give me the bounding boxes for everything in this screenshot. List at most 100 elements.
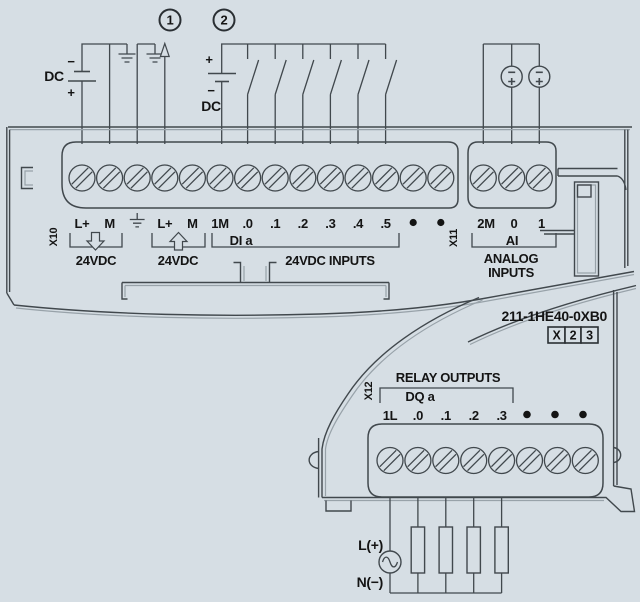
screw-terminal [68, 164, 96, 192]
bullet-terminal-marker [523, 410, 531, 419]
module-bottom-outline [308, 284, 637, 513]
earth-ground-icon [129, 213, 145, 228]
top-view-bottom-edge [13, 270, 635, 316]
bracket-di-a: DI a [211, 233, 400, 248]
x10-terminal-labels: L+ M L+ M 1M .0 .1 .2 .3 .4 .5 [75, 213, 445, 231]
screw-terminal [289, 164, 317, 192]
din-rail-slot [121, 261, 390, 300]
screw-terminal [543, 446, 572, 475]
module-top-outline [6, 126, 635, 319]
down-arrow-icon [85, 231, 106, 251]
terminal-label: 1 [538, 216, 545, 231]
callout-1-number: 1 [167, 13, 174, 28]
ai-group-label: AI [506, 233, 518, 248]
bullet-terminal-marker [409, 218, 417, 227]
line-label: L(+) [358, 537, 383, 553]
screw-terminal [95, 164, 124, 192]
connector-label-x10: X10 [48, 227, 60, 246]
dc-supply-inputs-plus: + [205, 52, 213, 67]
bracket-supply-in [69, 231, 123, 251]
dc-supply-left-minus: − [67, 54, 75, 69]
load-resistor-4 [494, 526, 509, 574]
connector-label-x12: X12 [363, 381, 375, 400]
analog-caption-line1: ANALOG [484, 251, 539, 266]
callout-1: 1 [158, 8, 182, 32]
terminal-label: .4 [353, 216, 364, 231]
screw-terminal [178, 164, 207, 192]
screw-terminal [316, 164, 345, 192]
analog-caption-line2: INPUTS [488, 265, 535, 280]
screw-terminal [460, 446, 488, 475]
x11-terminal-labels: 2M 0 1 [477, 216, 545, 231]
screw-terminal [123, 164, 151, 192]
terminal-label: L+ [157, 216, 173, 231]
terminal-label: 0 [511, 216, 518, 231]
screw-terminal [261, 164, 289, 192]
terminal-block-analog [467, 141, 557, 209]
terminal-label: L+ [75, 216, 91, 231]
terminal-label: .3 [325, 216, 335, 231]
polarity-plus-icon [535, 78, 543, 85]
screw-terminal [487, 446, 516, 475]
dq-group-label: DQ a [405, 389, 435, 404]
relay-outputs-title: RELAY OUTPUTS [396, 370, 501, 385]
terminal-label: M [104, 216, 115, 231]
right-clip-hook [613, 446, 622, 464]
terminal-label: .2 [298, 216, 308, 231]
load-resistor-2 [438, 526, 454, 574]
version-boxes: X 2 3 [547, 326, 599, 344]
bracket-sensor-out [151, 231, 206, 251]
terminal-label: 2M [477, 216, 494, 231]
screw-terminal [371, 164, 400, 192]
screw-terminal [498, 164, 526, 192]
earth-ground-symbol-2 [136, 43, 164, 144]
callout-2: 2 [212, 8, 236, 32]
dc-supply-inputs: + − DC [201, 43, 386, 144]
sine-icon [381, 556, 399, 568]
screw-terminal [233, 164, 262, 192]
terminal-label: M [187, 216, 198, 231]
left-foot [325, 500, 352, 512]
screw-terminal [571, 446, 599, 475]
bracket-dq-a: DQ a [379, 387, 514, 404]
connector-label-x11: X11 [448, 229, 460, 247]
terminal-label: .1 [441, 408, 451, 423]
load-resistor-1 [410, 526, 426, 574]
x12-terminal-labels: 1L .0 .1 .2 .3 [383, 408, 587, 423]
expansion-slot [573, 181, 600, 277]
terminal-block-power-inputs [61, 141, 459, 209]
di-group-label: DI a [230, 233, 254, 248]
input-switches [246, 44, 398, 144]
version-box-2: 2 [570, 329, 577, 343]
ac-dc-source-symbol [378, 550, 402, 574]
order-number-group: 211-1HE40-0XB0 X 2 3 [501, 308, 608, 344]
screw-terminal [515, 446, 544, 475]
load-resistor-3 [466, 526, 482, 574]
version-box-x: X [552, 329, 561, 343]
terminal-label: .1 [270, 216, 280, 231]
terminal-label: .5 [380, 216, 390, 231]
up-arrow-icon [159, 41, 171, 58]
screw-terminal [427, 164, 455, 192]
terminal-label: 1M [211, 216, 228, 231]
supply-in-caption: 24VDC [76, 253, 117, 268]
bullet-terminal-marker [437, 218, 445, 227]
inputs-caption: 24VDC INPUTS [285, 253, 375, 268]
dc-supply-left-plus: + [67, 85, 75, 100]
bullet-terminal-marker [551, 410, 559, 419]
screw-terminal [344, 164, 372, 192]
screw-terminal [151, 164, 179, 192]
screw-terminal [469, 164, 497, 192]
terminal-label: .0 [242, 216, 252, 231]
screw-terminal [399, 164, 427, 192]
screw-terminal [376, 446, 404, 475]
bracket-ai: AI [471, 233, 557, 248]
version-box-3: 3 [586, 329, 593, 343]
terminal-label: .2 [469, 408, 479, 423]
bullet-terminal-marker [579, 410, 587, 419]
earth-ground-symbol-1 [118, 44, 136, 63]
analog-source-1 [500, 65, 523, 88]
dc-supply-inputs-minus: − [207, 83, 215, 98]
screw-terminal [206, 164, 234, 192]
